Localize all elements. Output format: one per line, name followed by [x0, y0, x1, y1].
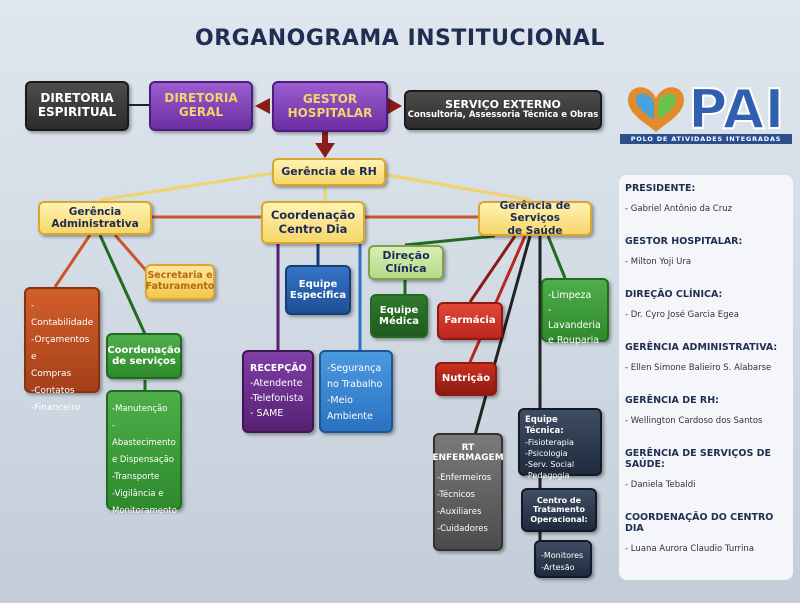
box-nutricao: Nutrição	[435, 362, 497, 396]
box-coordenacao-servicos: Coordenação de serviços	[106, 333, 182, 379]
panel-entry: GERÊNCIA ADMINISTRATIVA: - Ellen Simone B…	[625, 342, 787, 373]
box-centro-tratamento: Centro de Tratamento Operacional:	[521, 488, 597, 532]
panel-entry-label: GERÊNCIA ADMINISTRATIVA:	[625, 342, 778, 353]
box-limpeza: -Limpeza -Lavanderia e Rouparia	[541, 278, 609, 346]
page-title: ORGANOGRAMA INSTITUCIONAL	[195, 26, 605, 51]
panel-entry: GERÊNCIA DE SERVIÇOS DE SAÚDE: - Daniela …	[625, 448, 787, 490]
box-gerencia-rh: Gerência de RH	[272, 158, 386, 186]
box-equipe-medica: Equipe Médica	[370, 294, 428, 338]
box-seguranca: -Segurança no Trabalho -Meio Ambiente	[319, 350, 393, 433]
panel-entry-name: - Milton Yoji Ura	[625, 257, 692, 267]
heart-icon	[628, 87, 684, 132]
panel-entry-name: - Luana Aurora Claudio Turrina	[625, 544, 755, 554]
panel-entry: GERÊNCIA DE RH: - Wellington Cardoso dos …	[625, 395, 787, 426]
arrow-to-gerencia-rh	[315, 143, 335, 158]
panel-entry-label: GERÊNCIA DE SERVIÇOS DE SAÚDE:	[625, 448, 771, 470]
panel-entry-label: GESTOR HOSPITALAR:	[625, 236, 743, 247]
box-diretoria-geral: DIRETORIA GERAL	[149, 81, 253, 131]
box-coordenacao-centro-dia: Coordenação Centro Dia	[261, 201, 365, 244]
box-equipe-especifica: Equipe Especifica	[285, 265, 351, 315]
box-rt-enfermagem: RT ENFERMAGEM -Enfermeiros -Técnicos -Au…	[432, 433, 504, 551]
box-centro-tratamento-list: -Monitores -Artesão	[534, 540, 592, 578]
logo-text: PAI	[688, 78, 785, 141]
panel-entry-name: - Wellington Cardoso dos Santos	[625, 416, 763, 426]
box-gerencia-servicos-saude: Gerência de Serviços de Saúde	[478, 200, 592, 237]
panel-entry-name: - Daniela Tebaldi	[625, 480, 696, 490]
panel-entry-label: PRESIDENTE:	[625, 183, 696, 194]
box-servicos-list: -Manutenção -Abastecimento e Dispensação…	[106, 390, 182, 516]
panel-entry: GESTOR HOSPITALAR: - Milton Yoji Ura	[625, 236, 787, 267]
box-secretaria-faturamento: Secretaria e Faturamento	[145, 264, 215, 300]
box-diretoria-espiritual: DIRETORIA ESPIRITUAL	[25, 81, 129, 131]
box-direcao-clinica: Direção Clínica	[368, 245, 444, 280]
panel-entry-label: GERÊNCIA DE RH:	[625, 395, 719, 406]
box-gestor-hospitalar: GESTOR HOSPITALAR	[272, 81, 388, 132]
panel-entry-name: - Ellen Simone Balieiro S. Alabarse	[625, 363, 772, 373]
panel-entry-name: - Gabriel Antônio da Cruz	[625, 204, 733, 214]
arrow-to-diretoria-geral	[255, 98, 270, 114]
panel-entry: PRESIDENTE: - Gabriel Antônio da Cruz	[625, 183, 787, 214]
panel-entry-label: COORDENAÇÃO DO CENTRO DIA	[625, 512, 774, 534]
pai-logo: PAI	[628, 77, 786, 142]
logo-subtitle: POLO DE ATIVIDADES INTEGRADAS	[620, 134, 792, 144]
panel-entry: COORDENAÇÃO DO CENTRO DIA - Luana Aurora …	[625, 512, 787, 554]
panel-entry-name: - Dr. Cyro José Garcia Egea	[625, 310, 739, 320]
panel-entry: DIREÇÃO CLÍNICA: - Dr. Cyro José Garcia E…	[625, 289, 787, 320]
box-equipe-tecnica: Equipe Técnica: -Fisioterapia -Psicologi…	[518, 408, 602, 480]
box-farmacia: Farmácia	[437, 302, 503, 340]
box-contabilidade: -Contabilidade -Orçamentos e Compras -Co…	[24, 287, 100, 413]
panel-entry-label: DIREÇÃO CLÍNICA:	[625, 289, 723, 300]
box-servico-externo: SERVIÇO EXTERNO Consultoria, Assessoria …	[404, 90, 602, 130]
box-gerencia-administrativa: Gerência Administrativa	[38, 201, 152, 235]
box-recepcao: RECEPÇÃO -Atendente -Telefonista - SAME	[242, 350, 314, 433]
arrow-to-servico-externo	[388, 98, 402, 114]
